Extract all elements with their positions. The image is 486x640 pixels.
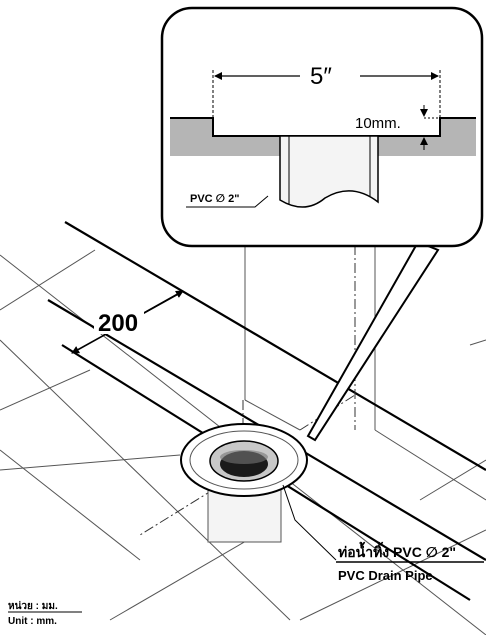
spacing-label: 200 (98, 310, 138, 337)
callout-pipe-label: PVC ∅ 2" (190, 193, 239, 205)
callout-pointer (306, 240, 440, 442)
grid-line (299, 529, 486, 621)
dimension-200: 200 (71, 290, 184, 354)
dim-label-bg (94, 308, 144, 334)
drain-hole-rim (220, 450, 268, 464)
floor-drain (180, 423, 337, 561)
grid-line (0, 449, 141, 561)
detail-callout: 5″ 10mm. PVC ∅ 2" (160, 6, 484, 248)
units-note: หน่วย : มม. Unit : mm. (8, 600, 82, 627)
pipe-leader (186, 195, 269, 208)
units-thai: หน่วย : มม. (8, 600, 58, 612)
grid-line (109, 529, 266, 621)
grid-line (0, 249, 96, 311)
callout-pointer-shape (306, 240, 440, 442)
drain-label-thai: ท่อน้ำทิ้ง PVC ∅ 2" (338, 541, 456, 560)
wall-edge (374, 429, 486, 501)
drain-labels: ท่อน้ำทิ้ง PVC ∅ 2" PVC Drain Pipe (336, 541, 484, 583)
callout-frame (160, 6, 484, 248)
depth-dimension-label: 10mm. (355, 115, 401, 132)
pipe-section (279, 135, 379, 208)
gutter-line-upper (64, 221, 486, 471)
grid-line (0, 369, 91, 411)
wall-edge (244, 399, 301, 431)
units-en: Unit : mm. (8, 616, 57, 627)
drain-leader-line (282, 484, 337, 561)
width-dimension-label: 5″ (310, 63, 332, 90)
grid-line (419, 459, 486, 501)
wall-lines (244, 245, 486, 501)
drain-label-en: PVC Drain Pipe (338, 568, 433, 583)
grid-line (0, 454, 181, 471)
grid-line (0, 339, 291, 621)
wall-edge (469, 339, 486, 346)
